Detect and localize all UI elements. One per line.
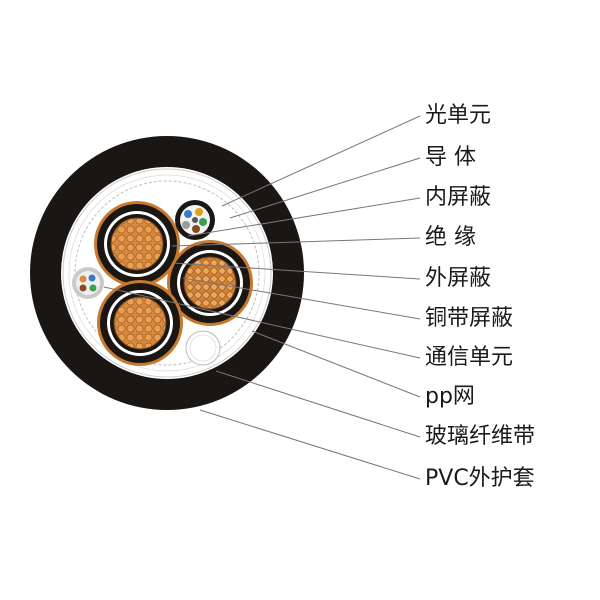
filler-element <box>185 330 221 366</box>
filler-ring-2 <box>68 174 266 372</box>
power-core-1 <box>94 201 180 287</box>
leader-lines <box>103 115 421 480</box>
label-glass-fiber-tape: 玻璃纤维带 <box>425 424 536 449</box>
communication-unit-element <box>72 267 104 299</box>
leader-line-outer-shield <box>172 262 421 280</box>
label-conductor: 导 体 <box>425 145 476 170</box>
leader-line-copper-tape-shield <box>182 277 421 320</box>
label-inner-shield: 内屏蔽 <box>425 185 492 210</box>
leader-line-communication-unit <box>103 286 421 359</box>
leader-line-conductor <box>229 157 421 219</box>
filler-ring-1 <box>62 168 272 378</box>
label-outer-shield: 外屏蔽 <box>425 266 492 291</box>
optical-unit-element <box>175 200 215 240</box>
power-core-3 <box>97 280 183 366</box>
label-pp-mesh: pp网 <box>425 384 475 409</box>
label-optical-unit: 光单元 <box>425 103 492 128</box>
leader-line-pvc-sheath <box>199 409 421 480</box>
leader-line-inner-shield <box>187 197 421 237</box>
label-pvc-sheath: PVC外护套 <box>425 466 535 491</box>
leader-line-optical-unit <box>221 115 421 207</box>
leader-line-insulation <box>171 237 421 247</box>
label-insulation: 绝 缘 <box>425 225 476 250</box>
leader-line-pp-mesh <box>251 330 421 398</box>
pp-mesh-ring <box>74 180 260 366</box>
label-communication-unit: 通信单元 <box>425 345 514 370</box>
filler-element-ring <box>189 334 217 362</box>
leader-line-glass-fiber-tape <box>215 370 421 438</box>
label-copper-tape-shield: 铜带屏蔽 <box>425 306 514 331</box>
